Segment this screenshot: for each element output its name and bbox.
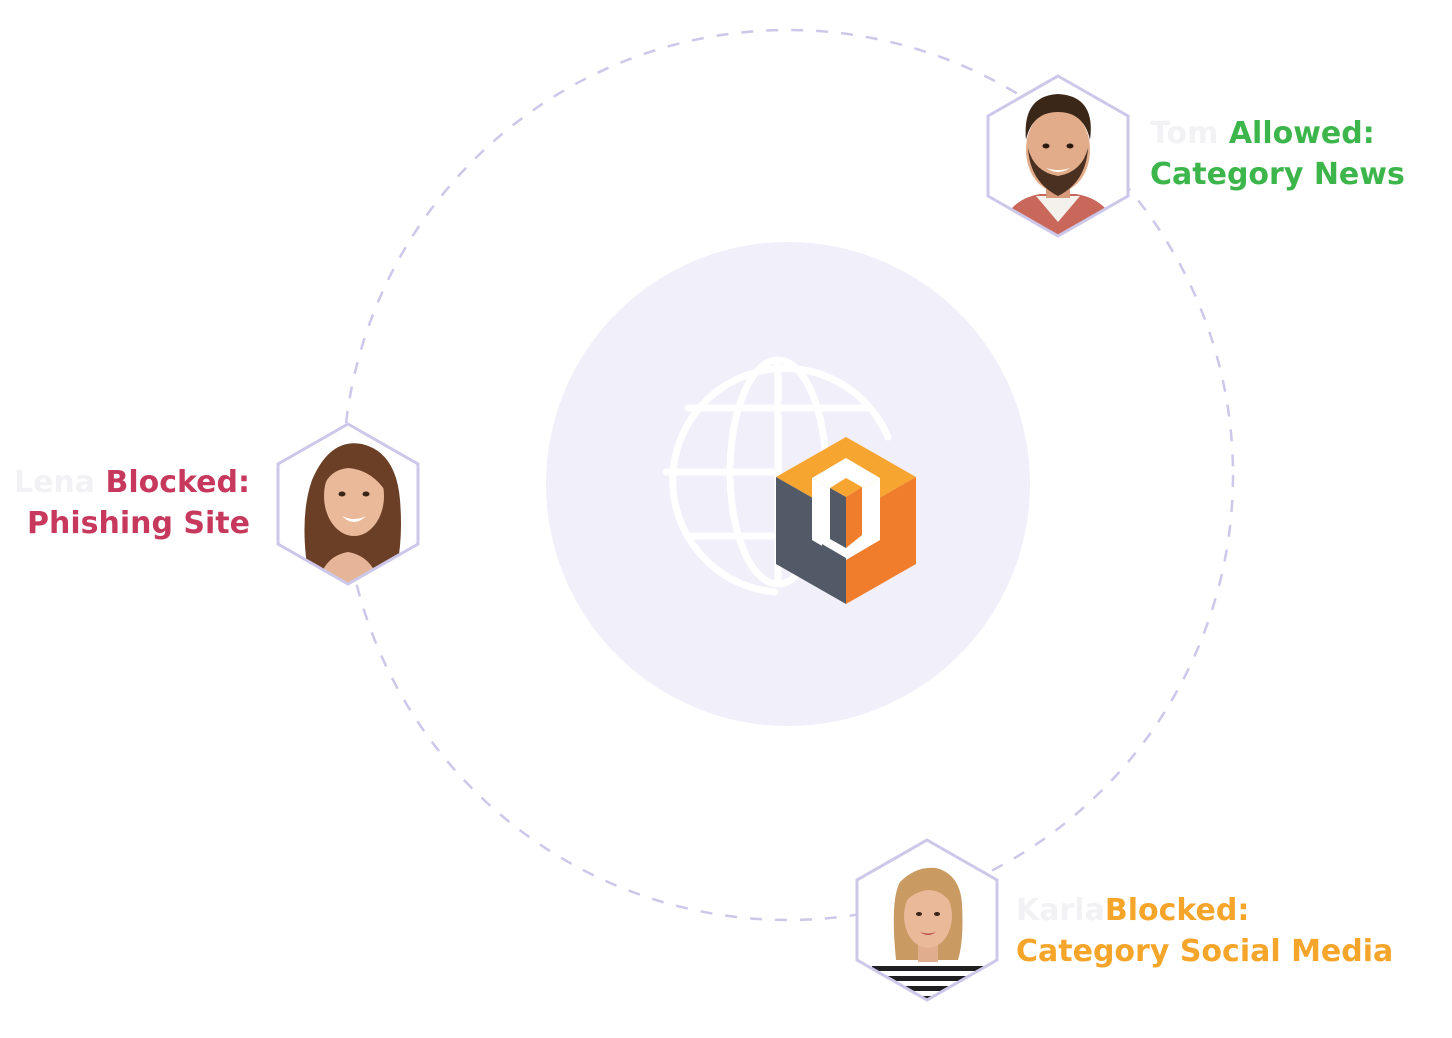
avatar-lena[interactable] xyxy=(276,422,420,586)
status-text: Blocked: xyxy=(1104,893,1250,928)
orbit-ring xyxy=(341,28,1235,922)
avatar-tom[interactable] xyxy=(986,74,1130,238)
user-name: Lena xyxy=(13,465,96,500)
status-text: Blocked: xyxy=(105,465,250,500)
woman-avatar-icon xyxy=(857,840,997,1000)
status-line: Lena Blocked: xyxy=(6,462,250,503)
woman-avatar-icon xyxy=(278,424,418,584)
avatar-karla[interactable] xyxy=(855,838,999,1002)
user-name: Tom xyxy=(1150,116,1219,151)
status-line: Tom Allowed: xyxy=(1150,113,1405,154)
user-name: Karla xyxy=(1016,893,1105,928)
hexagon-frame xyxy=(855,838,999,1002)
globe-icon xyxy=(662,356,892,596)
perimeter81-logo-icon xyxy=(776,437,916,604)
hexagon-frame xyxy=(986,74,1130,238)
status-line: KarlaBlocked: xyxy=(1016,890,1393,931)
hexagon-frame xyxy=(276,422,420,586)
user-status-label-karla: KarlaBlocked: Category Social Media xyxy=(1016,890,1393,972)
user-status-label-tom: Tom Allowed: Category News xyxy=(1150,113,1405,195)
man-avatar-icon xyxy=(988,76,1128,236)
status-text: Allowed: xyxy=(1228,116,1375,151)
user-status-label-lena: Lena Blocked: Phishing Site xyxy=(6,462,250,544)
detail-text: Category News xyxy=(1150,157,1405,192)
detail-text: Category Social Media xyxy=(1016,934,1394,969)
detail-text: Phishing Site xyxy=(27,506,250,541)
